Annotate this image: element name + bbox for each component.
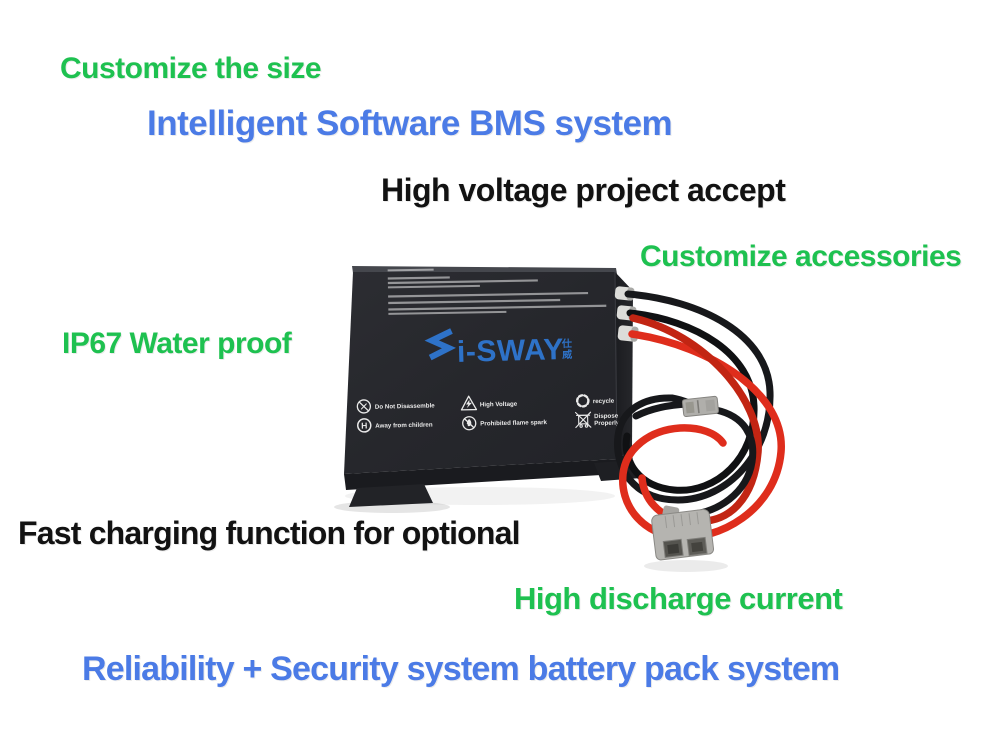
- annotation-bms-system: Intelligent Software BMS system: [147, 104, 673, 143]
- high-voltage-label: High Voltage: [480, 401, 518, 409]
- brand-cjk-bottom: 威: [562, 348, 572, 361]
- recycle-label: recycle: [593, 398, 615, 405]
- annotation-high-discharge: High discharge current: [514, 581, 843, 616]
- dispose-properly-icon: [574, 411, 592, 429]
- box-base-band: [344, 459, 618, 490]
- recycle-icon: [575, 394, 590, 408]
- annotation-ip67-water-proof: IP67 Water proof: [62, 327, 292, 360]
- black-cable-to-connector: [690, 406, 757, 518]
- no-disassemble-icon: [356, 399, 372, 414]
- red-cable: [629, 314, 762, 525]
- annotation-reliability: Reliability + Security system battery pa…: [82, 650, 840, 688]
- annotation-customize-size: Customize the size: [60, 52, 322, 85]
- inline-connector: [681, 395, 719, 417]
- brand-logo: i-SWAY 仕 威: [424, 328, 572, 369]
- annotation-fast-charging: Fast charging function for optional: [18, 515, 521, 551]
- brand-s-mark: [424, 328, 456, 361]
- anderson-connector: [651, 505, 714, 561]
- annotation-high-voltage-accept: High voltage project accept: [381, 172, 786, 208]
- warning-labels: Do Not Disassemble High Voltage recycle …: [356, 394, 620, 433]
- no-flame-spark-label: Prohibited flame spark: [480, 419, 547, 427]
- high-voltage-icon: [460, 395, 478, 411]
- annotation-customize-accessories: Customize accessories: [640, 240, 962, 273]
- dispose-properly-label-line2: Properly: [594, 420, 620, 428]
- brand-cjk-top: 仕: [561, 337, 572, 350]
- brand-logo-text: i-SWAY: [457, 333, 565, 369]
- away-from-children-label: Away from children: [375, 421, 433, 429]
- box-left-foot: [349, 484, 433, 507]
- dispose-properly-label-line1: Dispose: [594, 413, 619, 421]
- box-fine-print: [387, 268, 607, 315]
- svg-text:H: H: [361, 421, 367, 431]
- no-flame-spark-icon: [462, 416, 477, 431]
- black-cable: [614, 290, 774, 504]
- no-disassemble-label: Do Not Disassemble: [375, 402, 436, 410]
- away-from-children-icon: H: [357, 418, 372, 433]
- box-front-face: [344, 272, 617, 474]
